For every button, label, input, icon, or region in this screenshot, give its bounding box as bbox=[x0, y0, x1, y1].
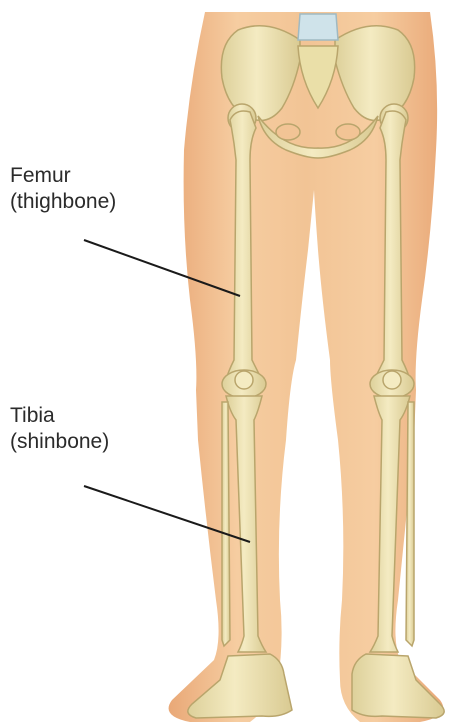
tibia-label-name: Tibia bbox=[10, 403, 109, 429]
right-obturator bbox=[336, 124, 360, 140]
left-patella bbox=[235, 371, 253, 389]
left-obturator bbox=[276, 124, 300, 140]
right-foot-bones bbox=[352, 654, 444, 718]
femur-label-common-name: (thighbone) bbox=[10, 189, 116, 215]
lumbar-vertebra bbox=[298, 14, 338, 40]
femur-label: Femur (thighbone) bbox=[10, 163, 116, 215]
tibia-label: Tibia (shinbone) bbox=[10, 403, 109, 455]
tibia-label-common-name: (shinbone) bbox=[10, 429, 109, 455]
right-patella bbox=[383, 371, 401, 389]
right-fibula bbox=[406, 402, 414, 646]
femur-label-name: Femur bbox=[10, 163, 116, 189]
left-fibula bbox=[222, 402, 230, 646]
